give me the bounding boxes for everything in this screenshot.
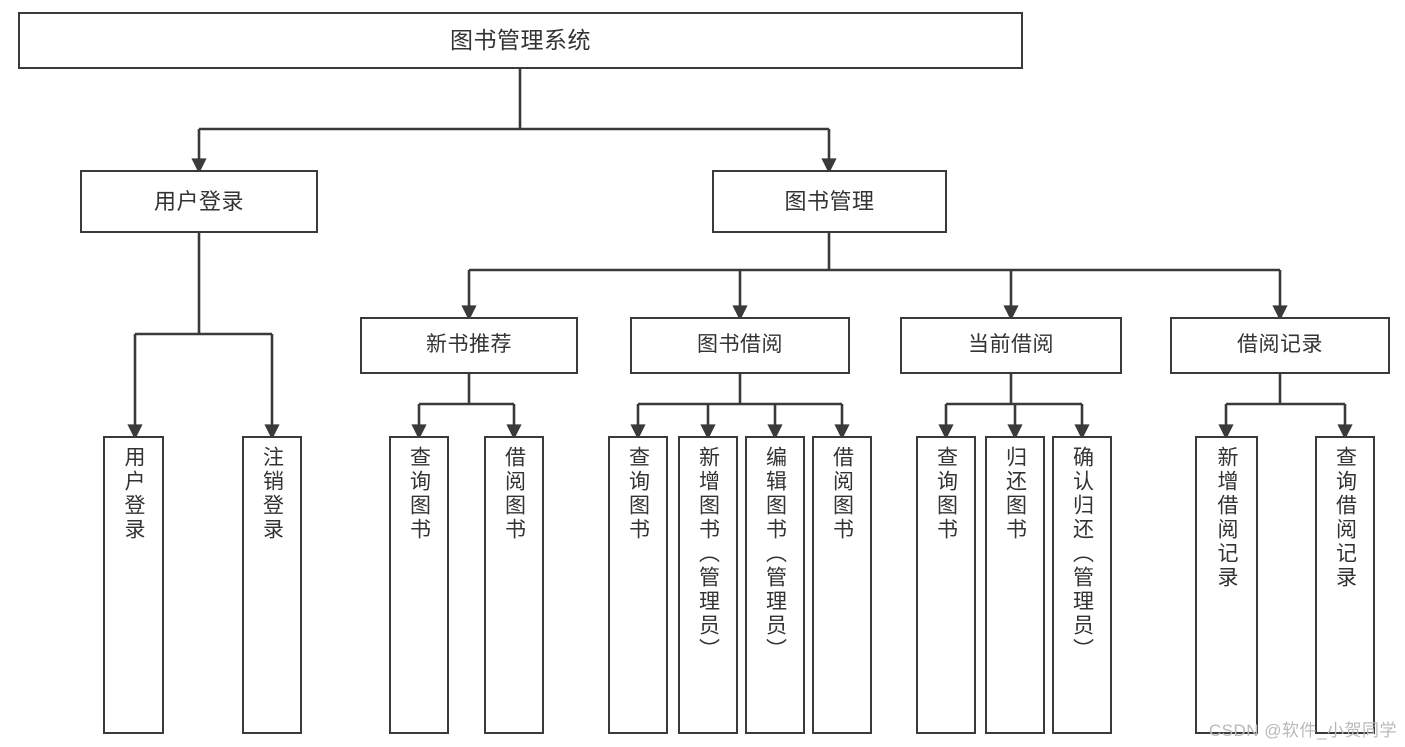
node-user-login[interactable]: 用户登录 — [80, 170, 318, 233]
leaf-node-query-book-borrow[interactable]: 查询图书 — [608, 436, 668, 734]
node-label: 新增图书（管理员） — [696, 446, 720, 662]
leaf-node-borrow-book[interactable]: 借阅图书 — [812, 436, 872, 734]
leaf-node-logout[interactable]: 注销登录 — [242, 436, 302, 734]
node-label: 查询图书 — [934, 446, 958, 542]
leaf-node-confirm-return-admin[interactable]: 确认归还（管理员） — [1052, 436, 1112, 734]
node-root-book-management-system[interactable]: 图书管理系统 — [18, 12, 1023, 69]
node-label: 查询图书 — [626, 446, 650, 542]
leaf-node-borrow-book-rec[interactable]: 借阅图书 — [484, 436, 544, 734]
node-book-management[interactable]: 图书管理 — [712, 170, 947, 233]
node-label: 借阅图书 — [502, 446, 526, 542]
csdn-watermark: CSDN @软件_小贺同学 — [1208, 721, 1397, 740]
leaf-node-query-book-current[interactable]: 查询图书 — [916, 436, 976, 734]
node-label: 注销登录 — [260, 446, 284, 542]
node-label: 图书借阅 — [697, 333, 783, 357]
node-label: 借阅图书 — [830, 446, 854, 542]
node-label: 图书管理 — [784, 188, 875, 214]
leaf-node-add-borrow-record[interactable]: 新增借阅记录 — [1195, 436, 1258, 734]
node-current-borrowing[interactable]: 当前借阅 — [900, 317, 1122, 374]
leaf-node-add-book-admin[interactable]: 新增图书（管理员） — [678, 436, 738, 734]
leaf-node-query-borrow-record[interactable]: 查询借阅记录 — [1315, 436, 1375, 734]
node-label: 用户登录 — [153, 188, 244, 214]
node-book-borrowing[interactable]: 图书借阅 — [630, 317, 850, 374]
leaf-node-return-book[interactable]: 归还图书 — [985, 436, 1045, 734]
node-label: 编辑图书（管理员） — [763, 446, 787, 662]
node-label: 查询借阅记录 — [1333, 446, 1357, 590]
node-label: 查询图书 — [407, 446, 431, 542]
node-label: 用户登录 — [122, 446, 145, 542]
node-label: 归还图书 — [1003, 446, 1027, 542]
leaf-node-user-login[interactable]: 用户登录 — [103, 436, 164, 734]
node-label: 确认归还（管理员） — [1070, 446, 1094, 662]
node-label: 新增借阅记录 — [1215, 446, 1238, 590]
node-label: 当前借阅 — [968, 333, 1054, 357]
leaf-node-query-book-rec[interactable]: 查询图书 — [389, 436, 449, 734]
node-new-book-recommendation[interactable]: 新书推荐 — [360, 317, 578, 374]
node-label: 借阅记录 — [1237, 333, 1323, 357]
node-label: 图书管理系统 — [450, 26, 591, 53]
leaf-node-edit-book-admin[interactable]: 编辑图书（管理员） — [745, 436, 805, 734]
node-label: 新书推荐 — [426, 333, 512, 357]
node-borrowing-record[interactable]: 借阅记录 — [1170, 317, 1390, 374]
